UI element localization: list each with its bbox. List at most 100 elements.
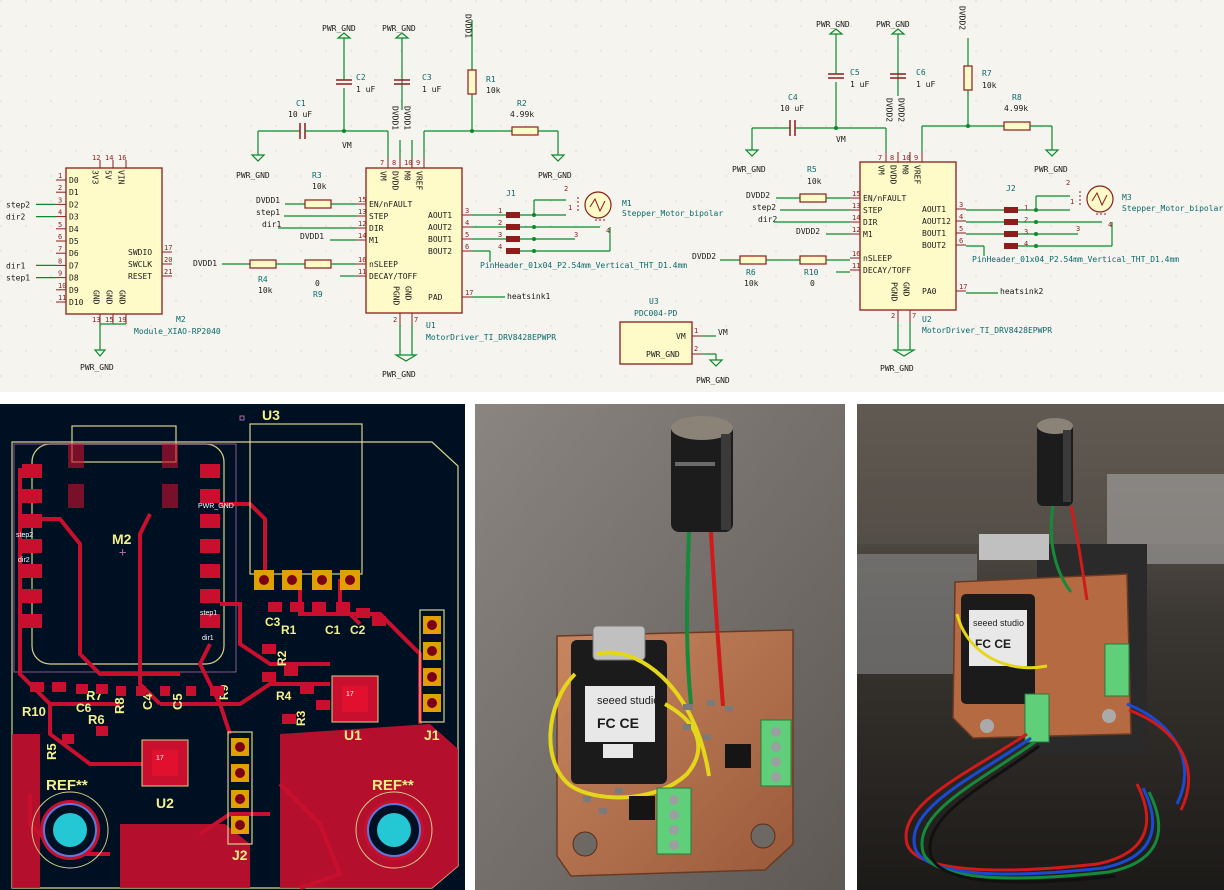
u1-pin-name: BOUT1 bbox=[428, 235, 452, 244]
u2-pinnum: 17 bbox=[959, 283, 967, 291]
u2-pin-name: EN/nFAULT bbox=[863, 194, 907, 203]
u2-pinnum: 8 bbox=[890, 154, 894, 162]
j2-pin: 1 bbox=[1024, 204, 1028, 212]
connector-j1[interactable] bbox=[506, 212, 520, 254]
pcb-label-j1: J1 bbox=[424, 727, 440, 743]
u2-pinnum: 3 bbox=[959, 201, 963, 209]
electrolytic-capacitor bbox=[671, 416, 733, 532]
smd-part bbox=[268, 602, 282, 612]
u2-pin-vref: VREF bbox=[913, 165, 922, 184]
motor-wires bbox=[904, 702, 1191, 884]
dvdd1-label: DVDD1 bbox=[403, 106, 412, 130]
j1-pin: 3 bbox=[498, 231, 502, 239]
u1-pinnum: 13 bbox=[358, 208, 366, 216]
j1-hole bbox=[427, 672, 437, 682]
u2-pinnum: 2 bbox=[891, 312, 895, 320]
u1-gnd-label: PWR_GND bbox=[382, 370, 416, 379]
smd-part bbox=[284, 666, 298, 676]
net-dvdd2: DVDD2 bbox=[692, 252, 716, 261]
r3-value: 10k bbox=[312, 182, 327, 191]
pcb-label-r5: R5 bbox=[44, 743, 59, 760]
xiao-pad bbox=[200, 589, 220, 603]
terminal-block-right bbox=[760, 719, 792, 787]
net-heatsink2: heatsink2 bbox=[1000, 287, 1044, 296]
pcb-label-r10: R10 bbox=[22, 704, 46, 719]
u1-pin-name: AOUT2 bbox=[428, 223, 452, 232]
u1-pin-name: M1 bbox=[369, 236, 379, 245]
left-smd-parts bbox=[30, 682, 224, 744]
xiao-pinnum: 2 bbox=[58, 184, 62, 192]
m1-ref: M1 bbox=[622, 199, 632, 208]
u1-pin-name: BOUT2 bbox=[428, 247, 452, 256]
smd-part bbox=[316, 700, 330, 710]
u1-pin-gnd: GND bbox=[404, 286, 413, 301]
xiao-pin-name: D7 bbox=[69, 261, 79, 270]
xiao-brand: seeed studio bbox=[973, 618, 1024, 628]
green-wire bbox=[685, 531, 693, 705]
u2-pinnum: 9 bbox=[914, 154, 918, 162]
xiao-pinnum: 14 bbox=[105, 154, 113, 162]
u1-pinnum: 10 bbox=[404, 159, 412, 167]
net-dvdd2: DVDD2 bbox=[796, 227, 820, 236]
net-dvdd2: DVDD2 bbox=[746, 191, 770, 200]
smd-part bbox=[282, 714, 296, 724]
r10-ref: R10 bbox=[804, 268, 819, 277]
xiao-value: Module_XIAO-RP2040 bbox=[134, 327, 221, 336]
u2-pinnum: 15 bbox=[852, 190, 860, 198]
smd-part bbox=[300, 684, 314, 694]
u2-pin-dvdd: DVDD bbox=[889, 165, 898, 184]
j1-pin: 4 bbox=[498, 243, 502, 251]
net-dvdd1: DVDD1 bbox=[300, 232, 324, 241]
xiao-pinnum: 3 bbox=[58, 196, 62, 204]
u2-ref: U2 bbox=[922, 315, 932, 324]
net-label: step2 bbox=[6, 200, 30, 209]
r6-ref: R6 bbox=[746, 268, 756, 277]
u2-pinnum: 14 bbox=[852, 214, 860, 222]
gnd-label: PWR_GND bbox=[236, 171, 270, 180]
u2-pinnum: 11 bbox=[852, 262, 860, 270]
u1-pinnum: 7 bbox=[380, 159, 384, 167]
m1-pin: 1 bbox=[568, 204, 572, 212]
u2-pinnum: 12 bbox=[852, 226, 860, 234]
stepper-motor-m3[interactable] bbox=[1079, 185, 1114, 215]
pcb-label-u3: U3 bbox=[262, 407, 280, 423]
pcb-canvas: U3 step2 dir2 PWR_GND step1 dir1 M2 + C3… bbox=[11, 407, 459, 890]
j2-hole bbox=[235, 768, 245, 778]
u2-pin-name: DECAY/TOFF bbox=[863, 266, 911, 275]
j2-hole bbox=[235, 794, 245, 804]
j1-hole bbox=[427, 646, 437, 656]
r7-value: 10k bbox=[982, 81, 997, 90]
r3-ref: R3 bbox=[312, 171, 322, 180]
xiao-pinnum: 8 bbox=[58, 257, 62, 265]
xiao-pinnum: 13 bbox=[92, 316, 100, 324]
usb-pd-module bbox=[979, 534, 1049, 560]
pd-chip-u3[interactable] bbox=[619, 321, 702, 365]
u2-pin-name: nSLEEP bbox=[863, 254, 892, 263]
u1-pinnum: 8 bbox=[392, 159, 396, 167]
u2-pin-name: PA0 bbox=[922, 287, 937, 296]
xiao-pinnum: 5 bbox=[58, 221, 62, 229]
r9-value: 0 bbox=[315, 279, 320, 288]
xiao-pinnum: 6 bbox=[58, 233, 62, 241]
u1-pinnum: 5 bbox=[465, 231, 469, 239]
u1-pin-name: STEP bbox=[369, 212, 388, 221]
r10-value: 0 bbox=[810, 279, 815, 288]
connector-j2[interactable] bbox=[1004, 207, 1018, 249]
mounting-hole-right bbox=[355, 791, 433, 869]
xiao-pin-swclk: SWCLK bbox=[128, 260, 152, 269]
xiao-pin-name: D10 bbox=[69, 298, 84, 307]
xiao-pin-name: D2 bbox=[69, 200, 79, 209]
pcb-label-c3: C3 bbox=[265, 615, 281, 629]
j1-hole bbox=[427, 698, 437, 708]
gnd-symbol bbox=[393, 354, 419, 362]
stepper-motor-m1[interactable] bbox=[577, 191, 612, 221]
m1-pin: 4 bbox=[606, 227, 610, 235]
j1-ref: J1 bbox=[506, 189, 516, 198]
net-label: dir1 bbox=[6, 261, 25, 270]
u2-pinnum: 16 bbox=[852, 250, 860, 258]
xiao-pinnum: 21 bbox=[164, 268, 172, 276]
u2-pinnum: 10 bbox=[902, 154, 910, 162]
